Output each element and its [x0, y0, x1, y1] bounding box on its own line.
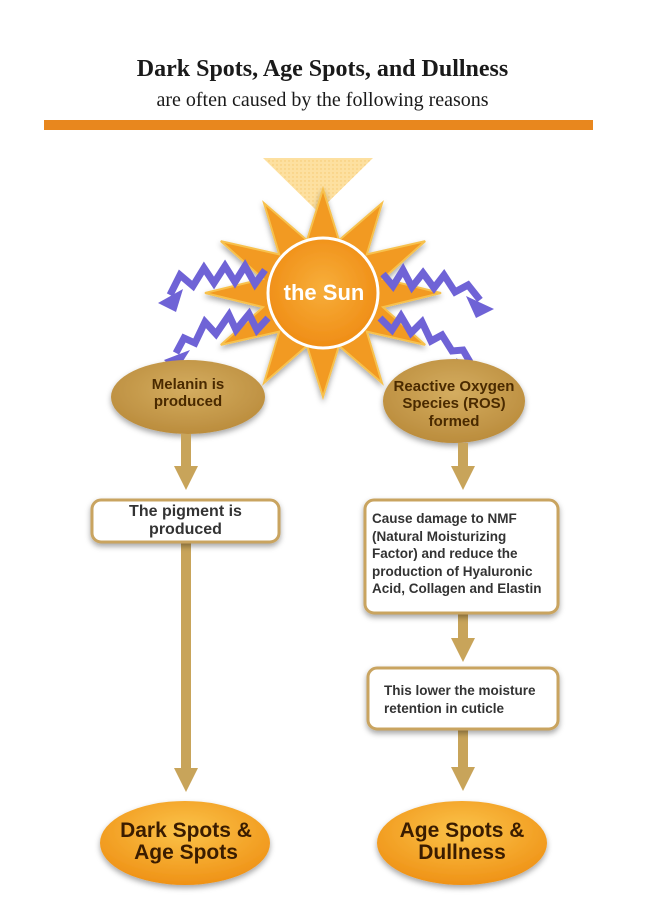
connector-left-1 — [181, 434, 191, 468]
step-label-moisture: This lower the moisture retention in cut… — [384, 683, 536, 716]
page-subtitle: are often caused by the following reason… — [156, 89, 489, 111]
ray-bottom-left — [172, 307, 271, 355]
step-box-moisture — [366, 666, 560, 731]
page-title: Dark Spots, Age Spots, and Dullness — [136, 56, 509, 82]
connector-arrowhead — [174, 466, 198, 490]
cause-label-melanin: Melanin is produced — [151, 376, 225, 411]
step-label-pigment: The pigment is produced — [129, 503, 242, 539]
connector-arrowhead — [451, 638, 475, 662]
connector-right-3 — [458, 729, 468, 769]
ray-arrowhead — [158, 289, 183, 312]
connector-arrowhead — [174, 768, 198, 792]
title-divider — [44, 120, 593, 130]
ray-top-right — [380, 262, 483, 303]
sun-label: the Sun — [283, 280, 365, 305]
cause-label-ros: Reactive Oxygen Species (ROS) formed — [393, 378, 515, 430]
ray-top-left — [166, 259, 268, 297]
connector-right-2 — [458, 612, 468, 640]
connector-right-1 — [458, 443, 468, 468]
result-label-dark-spots: Dark Spots & Age Spots — [120, 819, 252, 865]
step-box-pigment — [90, 498, 281, 544]
ray-bottom-right — [377, 309, 474, 364]
connector-arrowhead — [451, 767, 475, 791]
result-oval-dark-spots — [100, 801, 270, 885]
sun-icon — [204, 185, 442, 401]
connector-arrowhead — [451, 466, 475, 490]
result-label-dullness: Age Spots & Dullness — [399, 819, 525, 865]
step-label-nmf-damage: Cause damage to NMF (Natural Moisturizin… — [372, 511, 542, 597]
connector-left-2 — [181, 541, 191, 771]
cause-oval-ros — [383, 359, 525, 443]
step-box-nmf-damage — [363, 498, 560, 615]
sunlight-beam — [263, 158, 373, 212]
ray-arrowhead — [466, 296, 494, 318]
result-oval-dullness — [377, 801, 547, 885]
cause-oval-melanin — [111, 360, 265, 434]
